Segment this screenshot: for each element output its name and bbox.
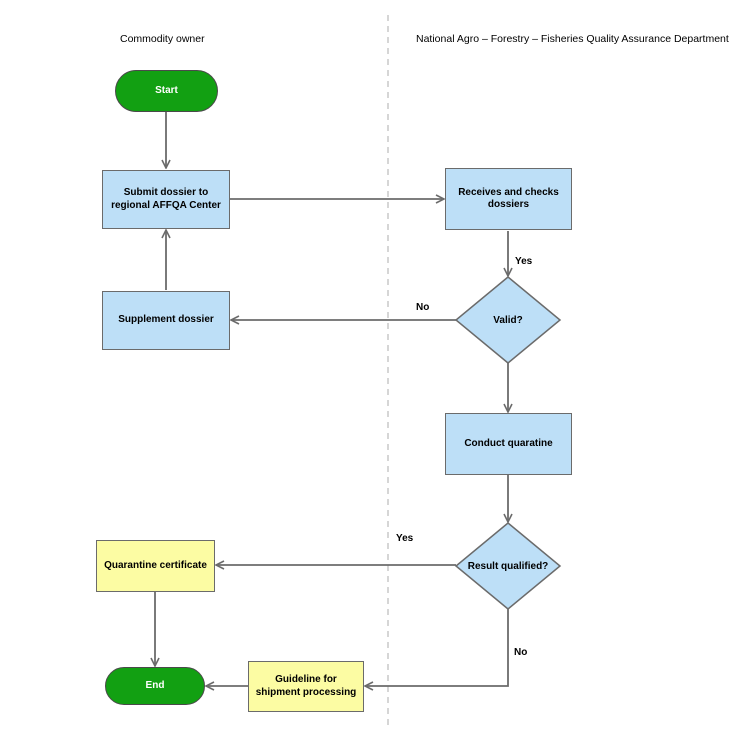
decision-valid-shape xyxy=(454,276,562,364)
decision-result-qualified: Result qualified? xyxy=(467,560,549,572)
decision-valid: Valid? xyxy=(493,314,523,326)
submit-dossier-box: Submit dossier to regional AFFQA Center xyxy=(102,170,230,229)
end-node: End xyxy=(105,667,205,705)
edge-result-guideline xyxy=(365,608,509,686)
supplement-dossier-box: Supplement dossier xyxy=(102,291,230,350)
conduct-quarantine-box: Conduct quaratine xyxy=(445,413,572,475)
lane-title-nafiqad: National Agro – Forestry – Fisheries Qua… xyxy=(416,33,729,45)
label-yes-receive: Yes xyxy=(515,256,533,267)
label-no-valid: No xyxy=(416,302,430,313)
decision-result-shape xyxy=(454,522,562,610)
lane-title-commodity-owner: Commodity owner xyxy=(120,33,205,45)
receive-check-box: Receives and checks dossiers xyxy=(445,168,572,230)
label-no-result: No xyxy=(514,647,528,658)
start-node: Start xyxy=(115,70,218,112)
quarantine-certificate-box: Quarantine certificate xyxy=(96,540,215,592)
label-yes-result: Yes xyxy=(396,533,414,544)
guideline-box: Guideline for shipment processing xyxy=(248,661,364,712)
